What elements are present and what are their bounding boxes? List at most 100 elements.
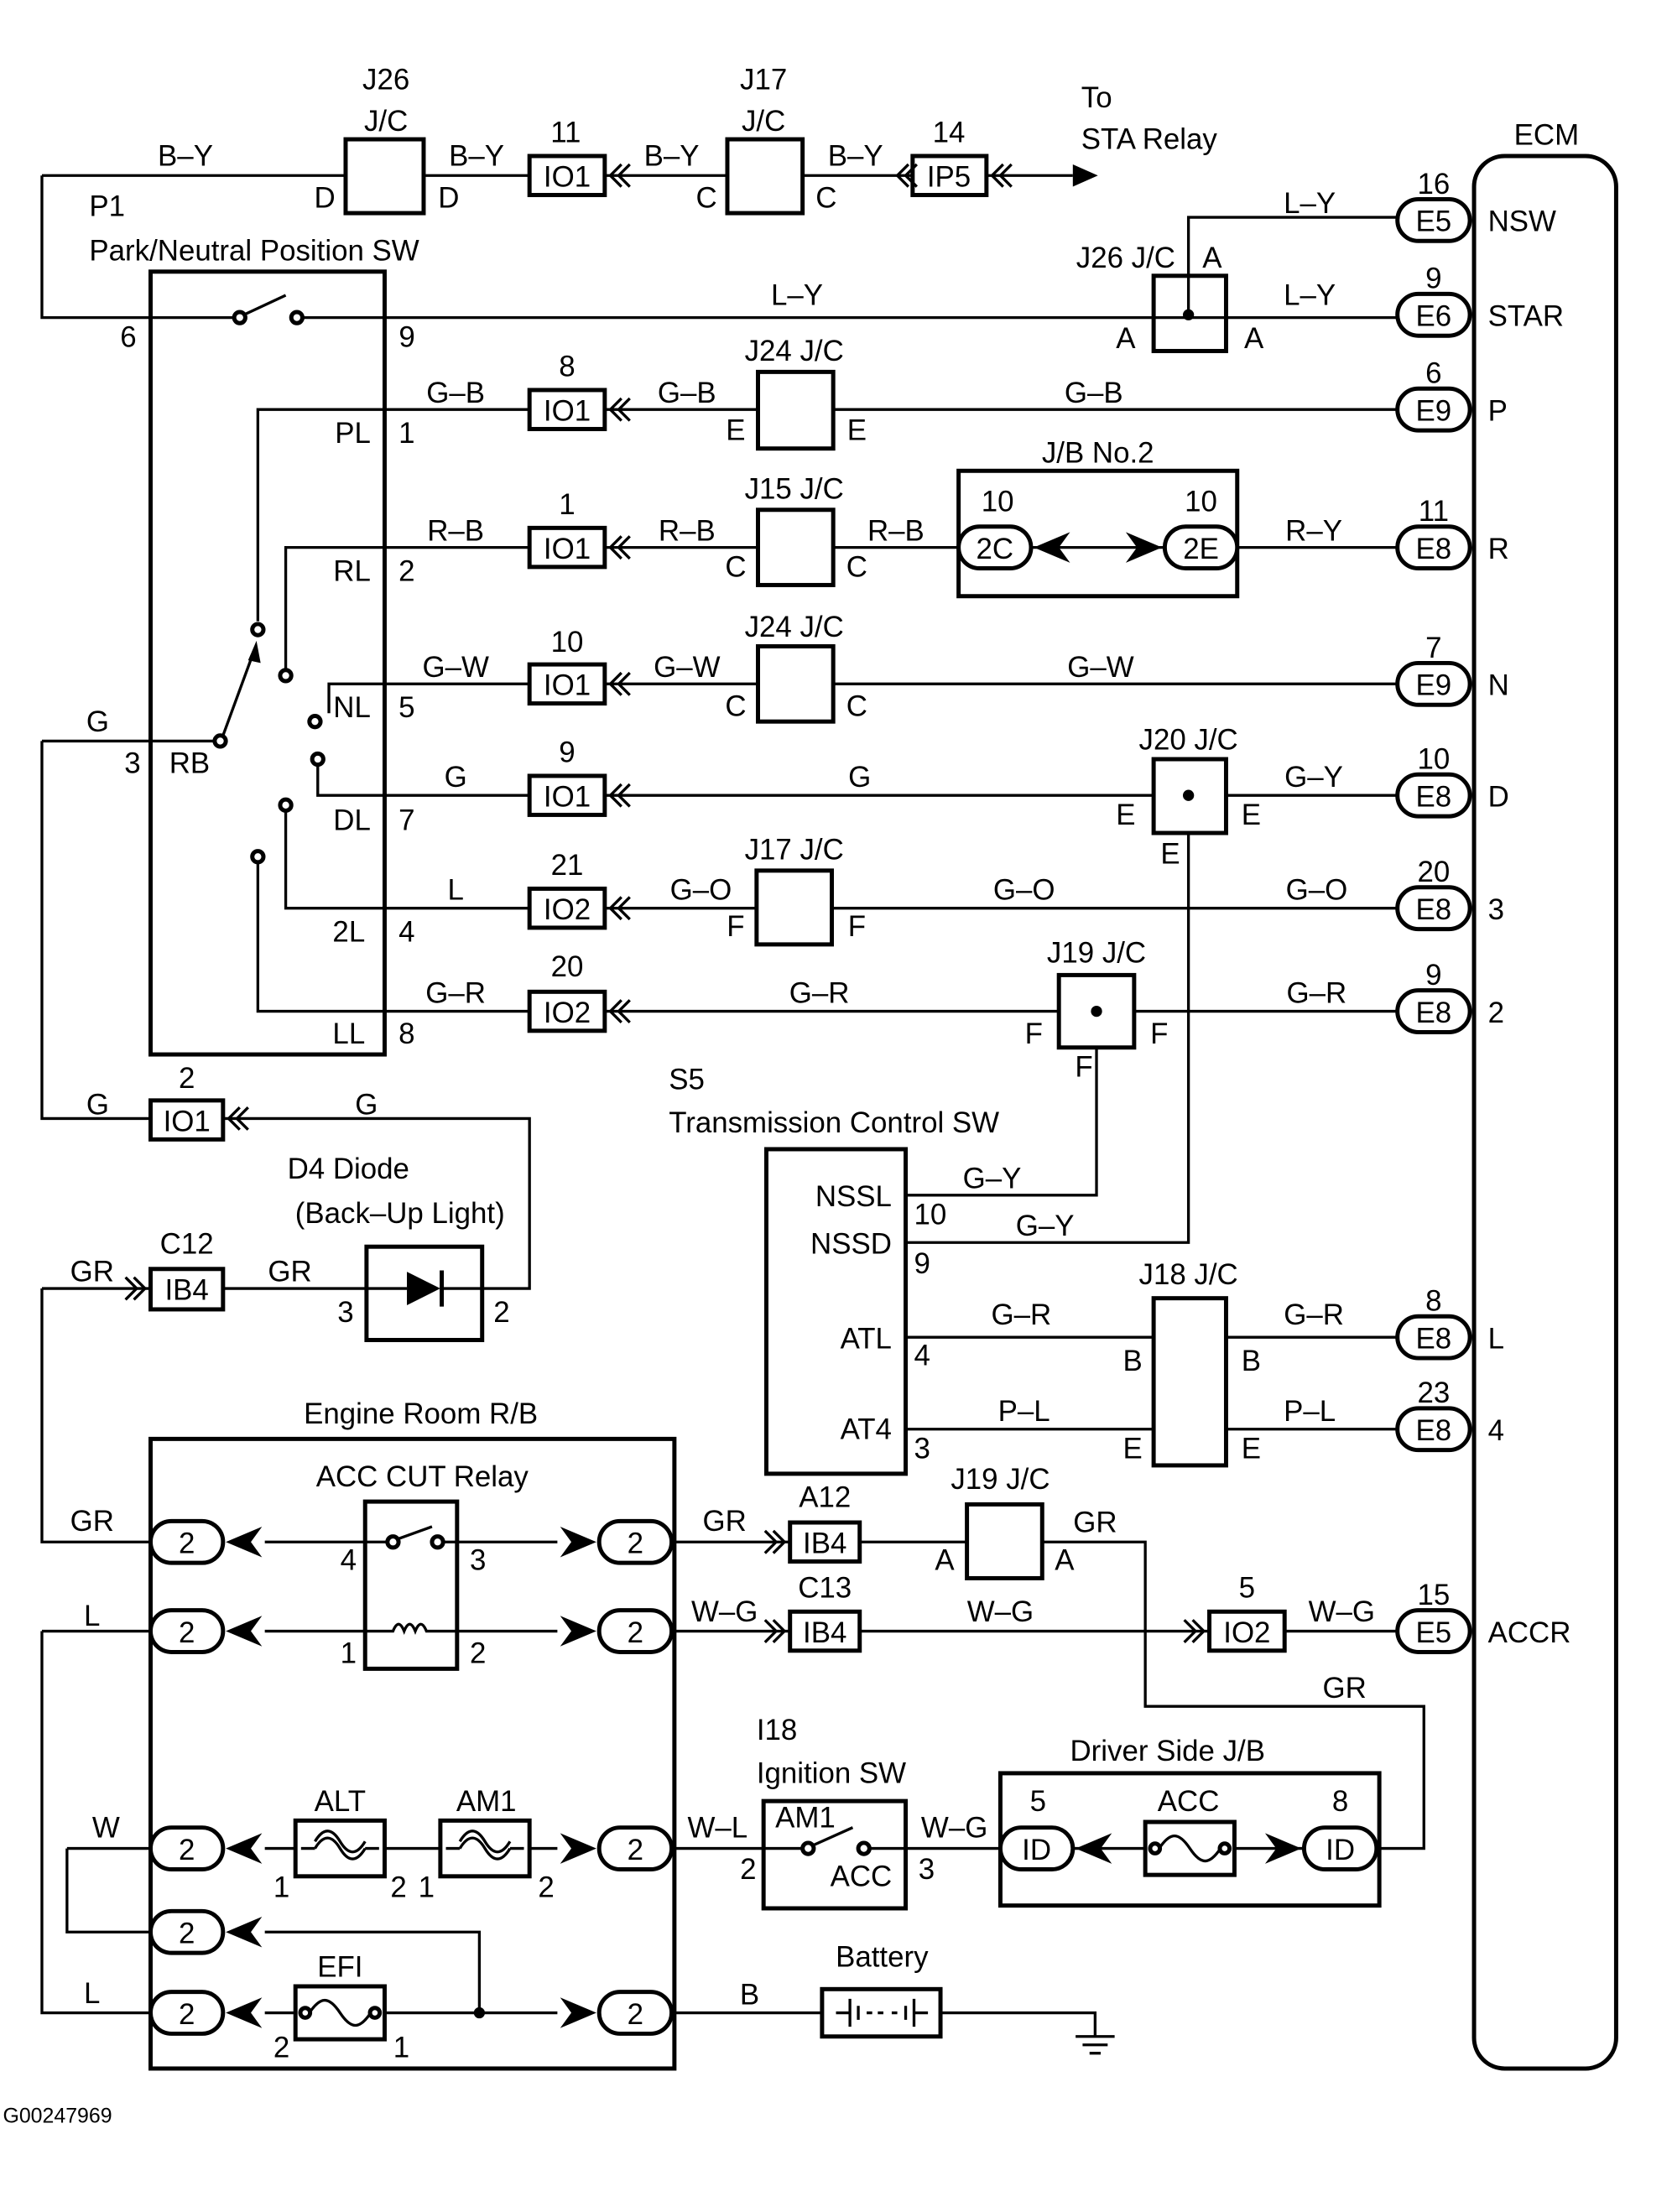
pin-number: 6 xyxy=(120,320,136,353)
pin-number: 20 xyxy=(551,950,584,983)
ecm-connector xyxy=(1395,291,1472,338)
diode-body xyxy=(364,1244,485,1342)
wire-label: R–Y xyxy=(1285,514,1342,547)
destination-label: STA Relay xyxy=(1081,123,1218,156)
io1-connector xyxy=(527,154,607,197)
connector-label: IO1 xyxy=(544,669,591,702)
ecm-pin-number: 20 xyxy=(1417,856,1450,888)
connector-arrow-icon xyxy=(560,1997,596,2028)
switch-contact xyxy=(307,714,323,730)
component-name: Park/Neutral Position SW xyxy=(89,235,419,268)
ecm-pin-number: 11 xyxy=(1419,495,1449,528)
ecm-terminal-name: 4 xyxy=(1488,1414,1504,1447)
connector-label: 2 xyxy=(628,1834,643,1866)
switch-contact xyxy=(278,797,294,813)
pin-label: F xyxy=(1150,1018,1168,1050)
terminal-label: NSSD xyxy=(810,1228,892,1261)
wire-label: W–G xyxy=(921,1811,987,1844)
pin-label: E xyxy=(1160,838,1180,871)
ecm-pin-number: 9 xyxy=(1425,263,1441,295)
connector-arrow-icon xyxy=(560,1526,596,1558)
pin-label: F xyxy=(727,910,744,943)
fuse-icon xyxy=(1158,1835,1222,1863)
wire-label: L xyxy=(447,874,463,907)
ecm-connector xyxy=(1395,885,1472,932)
wire-label: G–W xyxy=(654,651,721,684)
relay-block-body xyxy=(148,1436,677,2071)
signal-rows: G–B 8 IO1 G–B J24 J/C E E G–B R–B 1 IO1 … xyxy=(422,335,1347,1084)
ecm-connector-label: E6 xyxy=(1416,300,1452,333)
wire-label: P–L xyxy=(998,1395,1050,1428)
pin-number: 2 xyxy=(470,1637,486,1670)
junction-name: J19 J/C xyxy=(1047,936,1146,969)
component-name: D4 Diode xyxy=(288,1153,409,1185)
junction-type: J/C xyxy=(364,105,408,138)
connector-arrow-icon xyxy=(1264,1833,1302,1864)
fuse-icon xyxy=(308,1998,372,2027)
junction-name: J24 J/C xyxy=(745,335,844,367)
pin-label: D xyxy=(314,181,335,214)
top-row: B–Y J26 J/C D D B–Y 11 IO1 B–Y J17 J/C C… xyxy=(158,63,1218,216)
wire-label: G xyxy=(86,1088,109,1121)
wire-label: GR xyxy=(268,1256,311,1288)
tcs-body xyxy=(763,1147,909,1476)
junction-name: J18 J/C xyxy=(1139,1258,1238,1291)
pin-number: 2 xyxy=(273,2032,289,2064)
wire-label: G–B xyxy=(426,377,485,409)
pin-label: C xyxy=(846,690,867,723)
connector-arrow-icon xyxy=(226,1997,263,2028)
switch-blade xyxy=(243,294,287,316)
pin-label: C xyxy=(846,550,867,583)
acc-cut-relay xyxy=(362,1499,460,1671)
wire-label: B–Y xyxy=(449,140,504,173)
wire-label: W–L xyxy=(688,1811,748,1844)
wire-label: W–G xyxy=(691,1595,758,1628)
connector-label: ID xyxy=(1326,1834,1355,1866)
wire-label: G–Y xyxy=(963,1162,1022,1194)
ecm-pin-number: 7 xyxy=(1425,632,1441,664)
wire-label: GR xyxy=(70,1505,114,1538)
splice-dot xyxy=(1091,1005,1102,1018)
terminal-label: AT4 xyxy=(841,1413,892,1445)
wire-label: L xyxy=(84,1600,100,1632)
connector-label: IB4 xyxy=(803,1616,846,1649)
pin-number: 1 xyxy=(273,1871,289,1904)
connector-arrows xyxy=(124,163,1302,2028)
ecm-connector-label: E8 xyxy=(1416,1414,1452,1447)
pin-label: F xyxy=(848,910,866,943)
chevron-right-icon xyxy=(124,1276,148,1301)
chevron-left-icon xyxy=(608,896,631,921)
component-code: P1 xyxy=(89,190,125,222)
chevron-left-icon xyxy=(608,783,631,808)
connector-arrow-icon xyxy=(226,1616,263,1647)
wire-label: G–O xyxy=(993,874,1055,907)
relay-block-connector xyxy=(148,1825,226,1871)
arrow-right-icon xyxy=(1072,164,1098,187)
chevron-right-icon xyxy=(763,1619,787,1643)
relay-block-connector xyxy=(596,1608,675,1654)
wire-label: G–W xyxy=(1067,651,1134,684)
junction-name: J15 J/C xyxy=(745,472,844,505)
jb-connector-2e xyxy=(1162,524,1240,571)
wire-label: GR xyxy=(70,1256,114,1288)
ecm-connector xyxy=(1395,196,1472,243)
ecm-terminal-name: L xyxy=(1488,1322,1504,1355)
pin-number: 7 xyxy=(398,804,414,837)
wires xyxy=(40,174,1425,2037)
battery-body xyxy=(820,1986,943,2039)
fuse-label: ACC xyxy=(1158,1785,1220,1818)
engine-room-relay-block: Engine Room R/B ACC CUT Relay 4 3 1 2 GR… xyxy=(70,1397,677,2071)
fuse-label: AM1 xyxy=(456,1785,517,1818)
fuse-label: EFI xyxy=(317,1950,362,1983)
battery-icon xyxy=(836,1998,929,2027)
ecm-terminal-name: STAR xyxy=(1488,300,1564,333)
junction-connector xyxy=(1151,757,1228,835)
ecm-body xyxy=(1471,154,1618,2071)
wiper-arrow-icon xyxy=(247,640,261,664)
terminal-label: RB xyxy=(169,747,210,780)
pin-number: 3 xyxy=(914,1433,930,1465)
junction-name: J26 J/C xyxy=(1076,242,1175,274)
pin-number: 10 xyxy=(914,1199,946,1231)
pin-label: A xyxy=(1244,322,1264,355)
wire-label: L–Y xyxy=(1284,187,1336,220)
